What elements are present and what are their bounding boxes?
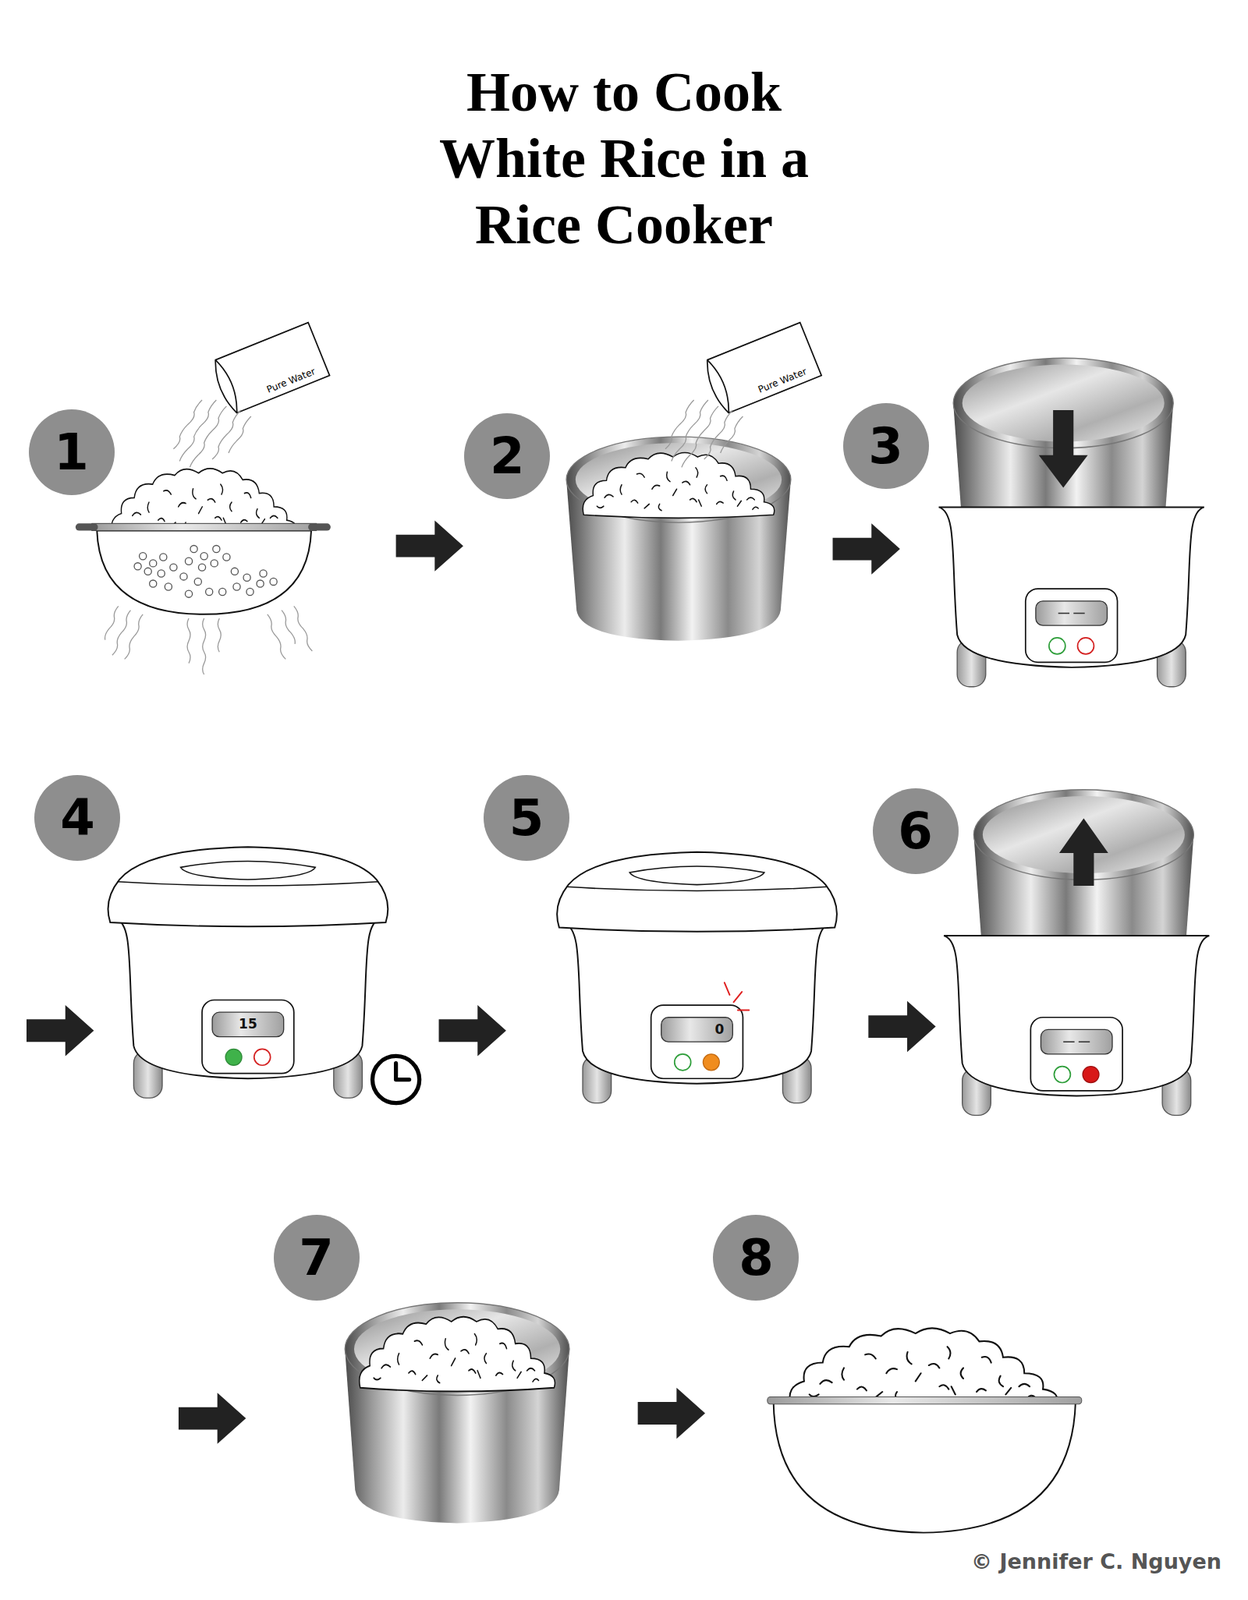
flow-arrow (26, 1005, 94, 1057)
bowl-rim (767, 1397, 1082, 1405)
cooker-lid (108, 847, 389, 927)
flow-arrow (638, 1388, 706, 1440)
step-circle: 3 (843, 403, 929, 490)
cooked-pot-step (344, 1303, 570, 1525)
step-number: 3 (843, 403, 929, 490)
step-number: 1 (28, 409, 115, 496)
alert-spark (724, 982, 749, 1011)
warm-light (1077, 638, 1095, 655)
cook-light (1053, 1067, 1071, 1084)
display-reading: 15 (238, 1016, 258, 1032)
warm-light (254, 1049, 271, 1066)
rice-mound (582, 453, 774, 519)
cook-light (1049, 638, 1066, 655)
carton-opening (707, 358, 735, 414)
cook-light (674, 1054, 692, 1071)
cook-step (108, 847, 420, 1103)
display-dash (1058, 613, 1070, 615)
colander-handle (75, 523, 99, 531)
colander-rim (92, 523, 317, 531)
step-circle: 5 (483, 775, 570, 862)
display-dash (1073, 613, 1085, 615)
carton-outline (209, 322, 330, 416)
step-number: 4 (34, 775, 121, 862)
serve-step (767, 1328, 1082, 1533)
clock-hands (396, 1063, 410, 1081)
done-step (556, 852, 837, 1104)
step-number: 6 (872, 788, 959, 875)
step-circle: 2 (464, 413, 550, 500)
down-arrow (1038, 410, 1089, 488)
step-number: 7 (273, 1215, 360, 1302)
warm-light (1082, 1067, 1100, 1084)
flow-arrow (833, 523, 901, 575)
cooker-body (563, 923, 830, 1103)
flow-arrow (868, 1001, 936, 1053)
warm-light (702, 1054, 720, 1071)
up-arrow (1059, 819, 1109, 887)
cook-light (225, 1049, 242, 1066)
insert-pot-step (939, 358, 1205, 688)
step-circle: 8 (712, 1215, 799, 1302)
step-circle: 7 (273, 1215, 360, 1302)
water-stream (665, 400, 743, 468)
diagram-title: How to Cook White Rice in a Rice Cooker (413, 59, 835, 259)
colander-holes (134, 545, 277, 598)
display-dash (1078, 1041, 1090, 1043)
copyright-note: © Jennifer C. Nguyen (971, 1549, 1222, 1574)
step-number: 2 (464, 413, 550, 500)
remove-pot-step (943, 790, 1209, 1117)
step-circle: 4 (34, 775, 121, 862)
step-circle: 1 (28, 409, 115, 496)
rice-mound (359, 1317, 556, 1393)
step-circle: 6 (872, 788, 959, 875)
step-number: 5 (483, 775, 570, 862)
display-dash (1063, 1041, 1075, 1043)
flow-arrow (396, 520, 464, 571)
carton-outline (702, 322, 823, 416)
cooker-body (115, 918, 381, 1099)
cooker-body (939, 507, 1205, 687)
step-number: 8 (712, 1215, 799, 1302)
inner-pot (344, 1303, 570, 1525)
serving-bowl (773, 1402, 1076, 1534)
cooker-body (943, 936, 1209, 1116)
water-carton (209, 322, 330, 416)
inner-pot (566, 436, 791, 642)
rinse-step (75, 322, 331, 675)
add-water-step (566, 322, 822, 642)
display-reading: 0 (714, 1021, 724, 1038)
flow-arrow (178, 1393, 246, 1444)
colander-handle (308, 523, 331, 531)
water-carton (702, 322, 823, 416)
draining-water (105, 606, 313, 675)
carton-opening (215, 358, 243, 414)
water-stream (173, 400, 251, 468)
colander-bowl (96, 531, 312, 615)
cooker-lid (556, 852, 837, 933)
flow-arrow (439, 1005, 507, 1057)
clock-icon (372, 1056, 420, 1103)
